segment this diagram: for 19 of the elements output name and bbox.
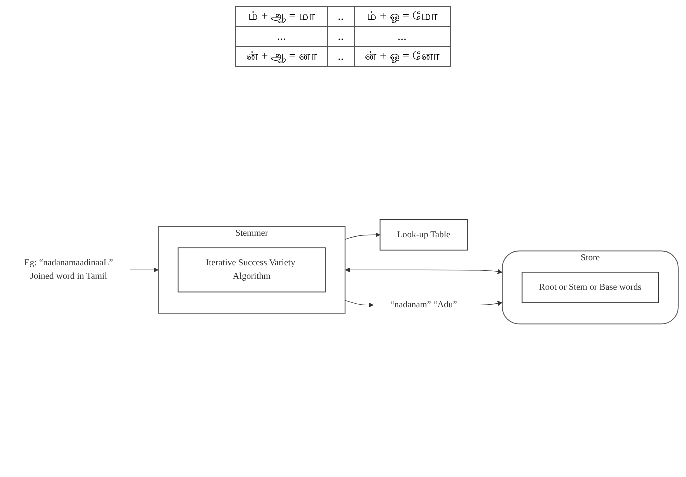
- table-cell: ம் + ஆ = மா: [236, 6, 328, 26]
- table-cell: ..: [328, 46, 354, 66]
- node-text: Eg: “nadanamaadinaaL” Joined word in Tamil: [24, 258, 114, 282]
- node-box: Iterative Success Variety Algorithm: [178, 248, 326, 293]
- table-cell: ...: [354, 26, 450, 46]
- node-box: Root or Stem or Base words: [522, 272, 660, 304]
- table-cell: ...: [236, 26, 328, 46]
- node-box: Look-up Table: [380, 219, 468, 251]
- table-cell: ம் + ஓ = மோ: [354, 6, 450, 26]
- arrow: [345, 232, 381, 240]
- arrow: [130, 268, 159, 273]
- arrow: [474, 301, 503, 306]
- table-cell: ன் + ஆ = னா: [236, 46, 328, 66]
- table-cell: ன் + ஓ = னோ: [354, 46, 450, 66]
- node-text: “nadanam” “Adu”: [390, 300, 458, 310]
- table-cell: ..: [328, 26, 354, 46]
- table-cell: ..: [328, 6, 354, 26]
- arrow: [345, 268, 503, 274]
- arrow: [345, 300, 374, 308]
